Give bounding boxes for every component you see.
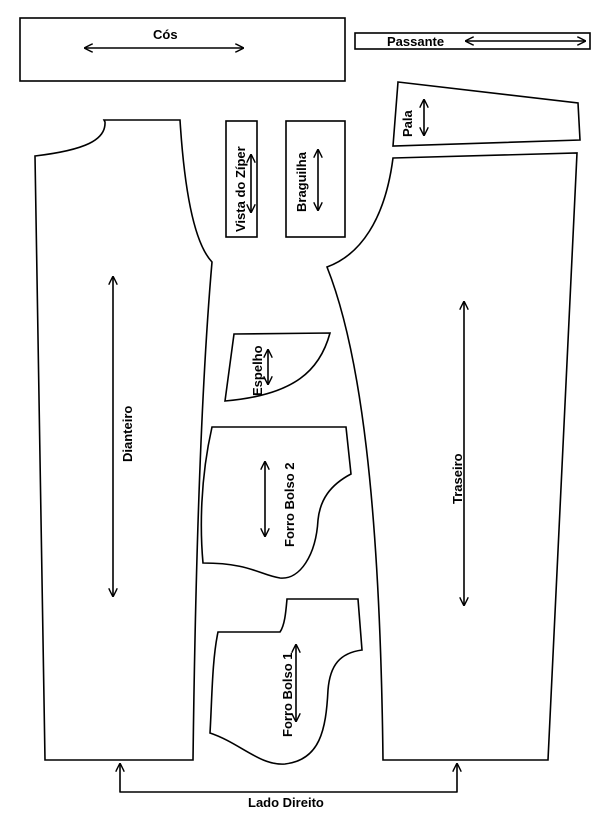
piece-cos: Cós [19,17,346,82]
braguilha-label: Braguilha [294,151,309,212]
forro-bolso-1-outline [209,598,363,765]
cos-outline [19,17,346,82]
espelho-label: Espelho [250,345,265,396]
passante-label: Passante [387,34,444,49]
piece-pala: Pala [392,81,581,147]
pala-label: Pala [400,109,415,137]
forro-bolso-2-label: Forro Bolso 2 [282,462,297,547]
vista-do-ziper-label: Vista do Zíper [233,146,248,232]
piece-passante: Passante [354,32,591,50]
traseiro-outline [325,152,578,761]
piece-braguilha: Braguilha [285,120,346,238]
traseiro-label: Traseiro [450,453,465,504]
cos-label: Cós [153,27,178,42]
lado-direito-label: Lado Direito [248,795,324,810]
piece-forro-bolso-1: Forro Bolso 1 [209,598,363,765]
piece-traseiro: Traseiro [325,152,578,761]
piece-dianteiro: Dianteiro [34,119,213,761]
piece-vista-do-ziper: Vista do Zíper [225,120,258,238]
dianteiro-label: Dianteiro [120,406,135,462]
pala-outline [392,81,581,147]
espelho-outline [224,332,332,402]
dianteiro-outline [34,119,213,761]
lado-direito-bracket [120,764,457,793]
piece-espelho: Espelho [224,332,332,402]
forro-bolso-1-label: Forro Bolso 1 [280,652,295,737]
piece-forro-bolso-2: Forro Bolso 2 [200,426,352,579]
lado-direito-indicator: Lado Direito [120,764,457,810]
forro-bolso-2-outline [200,426,352,579]
